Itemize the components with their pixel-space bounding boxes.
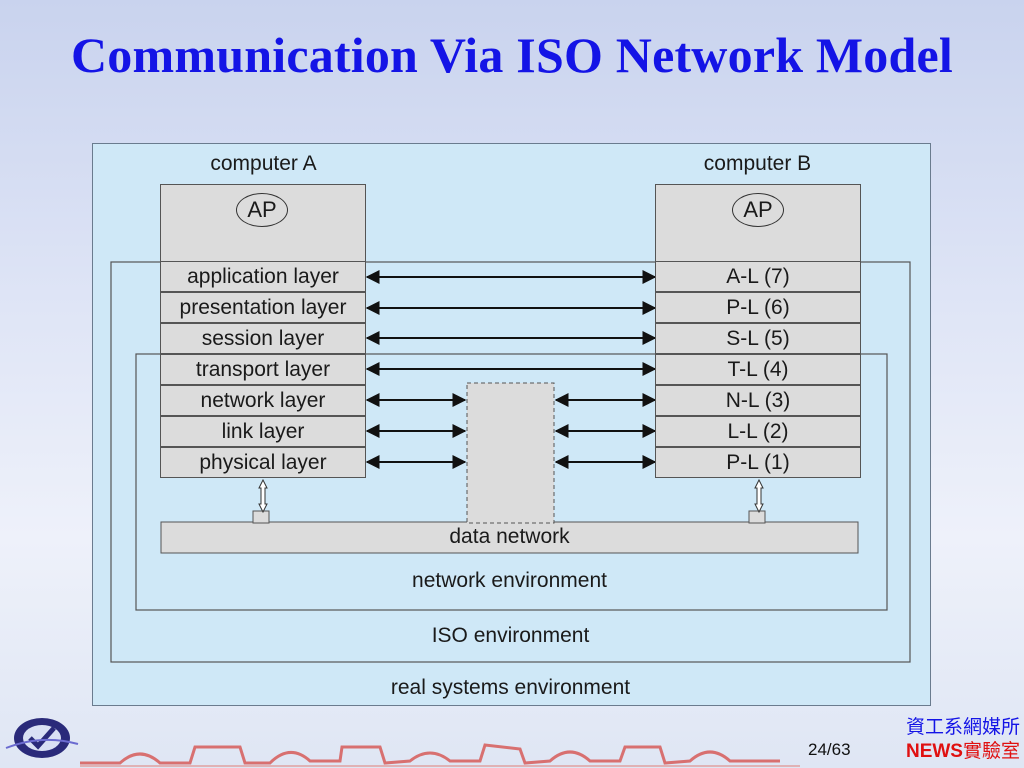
lab-line-1: 資工系網媒所 (905, 717, 1020, 738)
ap-a: AP (236, 193, 288, 227)
layer-a-transport: transport layer (160, 354, 366, 385)
lab-logo (5, 718, 79, 758)
layer-b-6: P-L (6) (655, 292, 861, 323)
physical-link-b (754, 478, 764, 514)
decorative-footer-strip (80, 743, 800, 767)
lab-name: 資工系網媒所 NEWS實驗室 (906, 716, 1020, 764)
real-systems-environment-label: real systems environment (390, 676, 631, 699)
layer-a-network: network layer (160, 385, 366, 416)
layer-a-application: application layer (160, 261, 366, 292)
iso-environment-frame (135, 353, 888, 611)
network-tap-b (748, 510, 766, 524)
diagram-connectors (110, 225, 911, 663)
layer-b-1: P-L (1) (655, 447, 861, 478)
iso-environment-label: ISO environment (431, 624, 590, 647)
layer-b-7: A-L (7) (655, 261, 861, 292)
computer-a-label: computer A (210, 152, 317, 175)
computer-b-label: computer B (703, 152, 812, 175)
lab-line-2: NEWS實驗室 (906, 740, 1020, 764)
layer-b-3: N-L (3) (655, 385, 861, 416)
layer-a-physical: physical layer (160, 447, 366, 478)
physical-link-a (258, 478, 268, 514)
data-network-bar (160, 521, 859, 554)
data-network-label: data network (449, 525, 570, 548)
layer-b-2: L-L (2) (655, 416, 861, 447)
layer-b-5: S-L (5) (655, 323, 861, 354)
network-environment-label: network environment (412, 569, 607, 592)
layer-a-link: link layer (160, 416, 366, 447)
intermediate-node (466, 382, 555, 524)
real-systems-environment-frame (110, 261, 911, 663)
slide-title: Communication Via ISO Network Model (71, 27, 953, 83)
layer-a-presentation: presentation layer (160, 292, 366, 323)
layer-b-4: T-L (4) (655, 354, 861, 385)
iso-model-diagram: computer A AP application layer presenta… (92, 143, 931, 706)
layer-a-session: session layer (160, 323, 366, 354)
lab-news: NEWS (905, 741, 963, 762)
ap-b: AP (732, 193, 784, 227)
lab-room: 實驗室 (962, 741, 1020, 762)
network-tap-a (252, 510, 270, 524)
page-number: 24/63 (808, 740, 851, 759)
